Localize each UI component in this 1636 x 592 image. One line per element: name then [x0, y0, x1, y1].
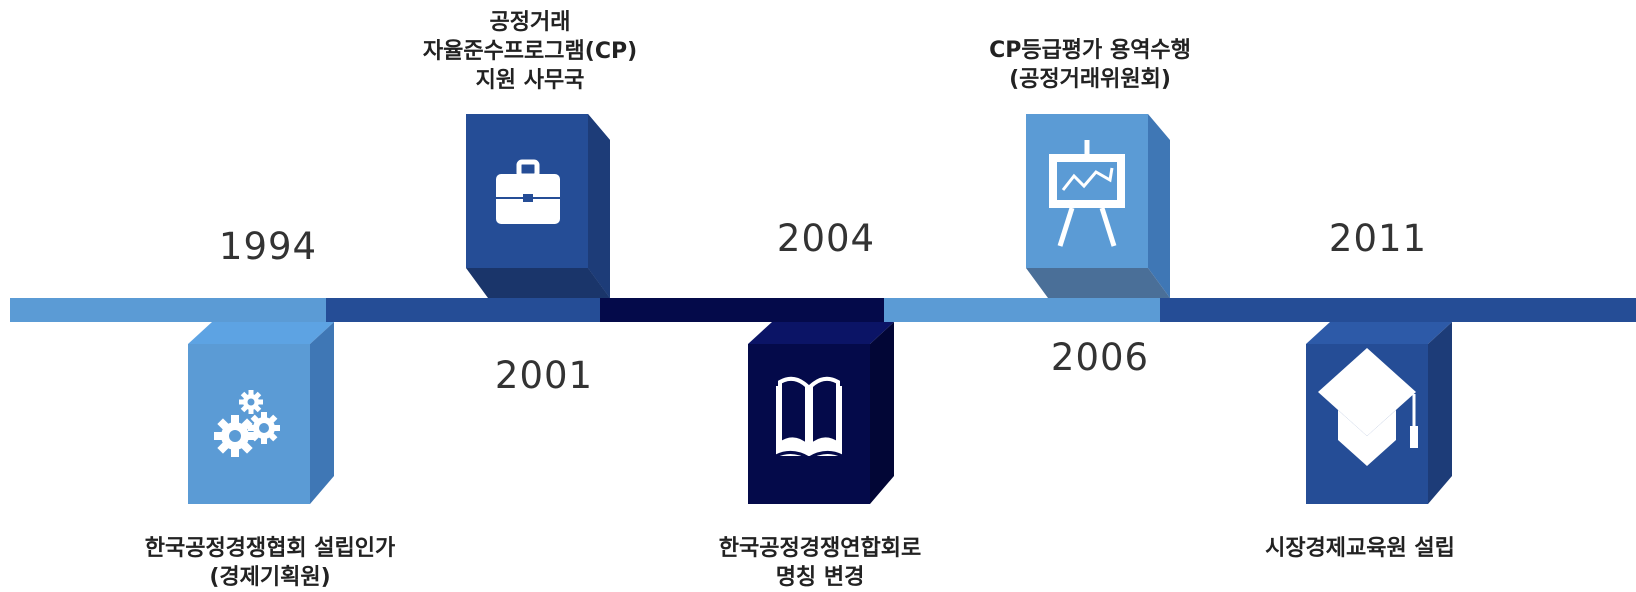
open-book-icon	[775, 376, 843, 460]
milestone-year-1994: 1994	[218, 225, 318, 268]
timeline-bar-segment-5	[1160, 298, 1636, 322]
milestone-year-2011: 2011	[1328, 217, 1428, 260]
milestone-year-2001: 2001	[494, 354, 594, 397]
gears-icon	[214, 390, 280, 457]
milestone-label-2001: 공정거래 자율준수프로그램(CP) 지원 사무국	[330, 8, 730, 95]
presentation-board-icon	[1049, 140, 1125, 247]
label-line: 지원 사무국	[475, 68, 585, 93]
label-line: 한국공정경쟁협회 설립인가	[144, 536, 396, 561]
milestone-cube-2011	[1306, 322, 1452, 506]
label-line: (공정거래위원회)	[1009, 67, 1171, 92]
label-line: 명칭 변경	[775, 565, 865, 590]
milestone-year-2006: 2006	[1050, 336, 1150, 379]
label-line: 한국공정경쟁연합회로	[718, 536, 922, 561]
milestone-cube-2001	[466, 114, 610, 302]
label-line: 자율준수프로그램(CP)	[422, 39, 638, 64]
milestone-label-1994: 한국공정경쟁협회 설립인가 (경제기획원)	[70, 534, 470, 592]
briefcase-icon	[496, 159, 560, 224]
timeline-bar-segment-2	[326, 298, 600, 322]
label-line: (경제기획원)	[209, 565, 331, 590]
timeline-bar-segment-1	[10, 298, 326, 322]
label-line: 시장경제교육원 설립	[1265, 536, 1455, 561]
label-line: 공정거래	[489, 10, 571, 35]
graduation-cap-icon	[1318, 348, 1418, 466]
milestone-cube-1994	[188, 322, 334, 506]
timeline-bar-segment-4	[884, 298, 1160, 322]
milestone-cube-2006	[1026, 114, 1170, 302]
milestone-cube-2004	[748, 322, 894, 506]
timeline-bar-segment-3	[600, 298, 884, 322]
milestone-label-2004: 한국공정경쟁연합회로 명칭 변경	[620, 534, 1020, 592]
label-line: CP등급평가 용역수행	[989, 38, 1191, 63]
milestone-label-2011: 시장경제교육원 설립	[1160, 534, 1560, 563]
milestone-year-2004: 2004	[776, 217, 876, 260]
milestone-label-2006: CP등급평가 용역수행 (공정거래위원회)	[890, 36, 1290, 94]
